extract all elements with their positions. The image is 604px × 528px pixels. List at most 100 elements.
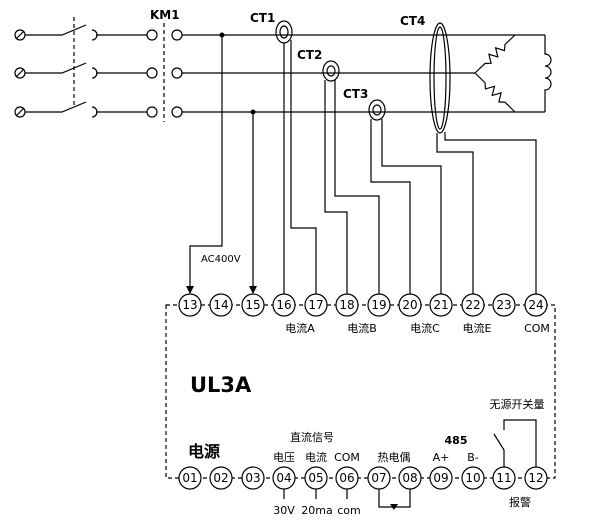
- terminal-number: 16: [276, 298, 291, 312]
- a-plus-label: A+: [433, 451, 450, 464]
- ct-ring-inner: [279, 25, 289, 39]
- terminal-circle: [304, 293, 328, 317]
- terminal-circle: [241, 466, 265, 490]
- terminal-circle: [209, 293, 233, 317]
- terminal-02: 02: [209, 466, 233, 490]
- contactor-km1: KM1: [146, 8, 183, 122]
- ct-ring: [322, 60, 340, 82]
- thermocouple-junction-icon: [390, 504, 398, 510]
- motor-winding-lower: [474, 72, 516, 113]
- ct3-lead-21: [381, 119, 442, 294]
- terminal-number: 11: [496, 471, 511, 485]
- terminal-number: 04: [276, 471, 291, 485]
- terminal-circle: [524, 293, 548, 317]
- com-value: com: [337, 504, 361, 517]
- terminal-12: 12: [524, 466, 548, 490]
- contactor-contact: [171, 67, 183, 79]
- alarm-switch-blade: [493, 433, 505, 467]
- input-terminals: [14, 29, 26, 118]
- terminal-19: 19: [367, 293, 391, 317]
- terminal-slash: [15, 107, 25, 117]
- terminal-10: 10: [461, 466, 485, 490]
- motor-delta-windings: [474, 34, 552, 113]
- terminal-circle: [492, 293, 516, 317]
- terminal-number: 17: [308, 298, 323, 312]
- terminal-14: 14: [209, 293, 233, 317]
- ct4: CT4: [400, 14, 537, 294]
- terminal-number: 10: [465, 471, 480, 485]
- terminal-circle: [429, 293, 453, 317]
- current-e-label: 电流E: [463, 321, 492, 335]
- terminal-slash: [15, 68, 25, 78]
- thermocouple-label: 热电偶: [378, 451, 411, 464]
- terminal-number: 07: [371, 471, 386, 485]
- supply-tap: AC400V: [186, 35, 257, 294]
- terminal-number: 01: [182, 471, 197, 485]
- alarm-contact: [493, 419, 537, 467]
- terminal-number: 22: [465, 298, 480, 312]
- phase-wires: [182, 32, 545, 115]
- supply-wire-13: [189, 35, 223, 287]
- ct1: CT1: [250, 11, 317, 294]
- thermocouple-symbol: [378, 489, 411, 510]
- ct2-lead-18: [324, 80, 348, 294]
- ct-label: CT4: [400, 14, 425, 28]
- terminal-06: 06: [335, 466, 359, 490]
- dc-signal-leads: [283, 489, 348, 499]
- terminal-circle: [429, 466, 453, 490]
- terminal-number: 23: [496, 298, 511, 312]
- terminal-circle: [272, 293, 296, 317]
- supply-voltage-label: AC400V: [201, 254, 241, 265]
- terminal-number: 24: [528, 298, 543, 312]
- terminal-circle: [241, 293, 265, 317]
- terminal-01: 01: [178, 466, 202, 490]
- ct4-lead-22: [436, 133, 474, 294]
- ct3-lead-20: [370, 119, 411, 294]
- contactor-contact: [171, 106, 183, 118]
- terminal-number: 12: [528, 471, 543, 485]
- terminal-09: 09: [429, 466, 453, 490]
- terminal-circle: [398, 293, 422, 317]
- contactor-contact: [146, 106, 158, 118]
- terminal-23: 23: [492, 293, 516, 317]
- ct2-lead-19: [334, 80, 380, 294]
- terminal-13: 13: [178, 293, 202, 317]
- contactor-contact: [171, 29, 183, 41]
- current-b-label: 电流B: [347, 321, 377, 335]
- isolator-switch: [25, 17, 147, 118]
- bottom-terminal-labels: 电源 直流信号 电压 电流 COM 热电偶 485 A+ B- 无源开关量 报警…: [188, 397, 545, 517]
- alarm-label: 报警: [509, 495, 531, 509]
- rs485-label: 485: [445, 434, 468, 447]
- terminal-04: 04: [272, 466, 296, 490]
- ct-ring-inner: [433, 26, 447, 130]
- com-label: COM: [334, 451, 360, 464]
- terminal-11: 11: [492, 466, 516, 490]
- voltage-label: 电压: [273, 451, 295, 464]
- isolator-blade-l1: [25, 24, 87, 36]
- motor-winding-upper: [474, 34, 516, 74]
- terminal-15: 15: [241, 293, 265, 317]
- motor-winding-right: [544, 35, 552, 112]
- terminal-number: 14: [213, 298, 228, 312]
- terminal-circle: [461, 466, 485, 490]
- current-label: 电流: [305, 450, 327, 464]
- terminal-05: 05: [304, 466, 328, 490]
- terminal-number: 20: [402, 298, 417, 312]
- terminal-08: 08: [398, 466, 422, 490]
- ct-label: CT2: [297, 48, 322, 62]
- terminal-circle: [461, 293, 485, 317]
- ct-ring-inner: [372, 104, 382, 116]
- current-value: 20ma: [301, 504, 332, 517]
- terminal-18: 18: [335, 293, 359, 317]
- current-a-label: 电流A: [285, 321, 315, 335]
- device-body-outline: [165, 304, 556, 479]
- input-terminal-l2: [14, 67, 26, 79]
- terminal-number: 03: [245, 471, 260, 485]
- ct-ring: [429, 22, 451, 134]
- com-label: COM: [524, 322, 550, 335]
- ct-ring-inner: [326, 65, 336, 77]
- ct-label: CT3: [343, 87, 368, 101]
- terminal-number: 02: [213, 471, 228, 485]
- ct-ring: [275, 20, 293, 44]
